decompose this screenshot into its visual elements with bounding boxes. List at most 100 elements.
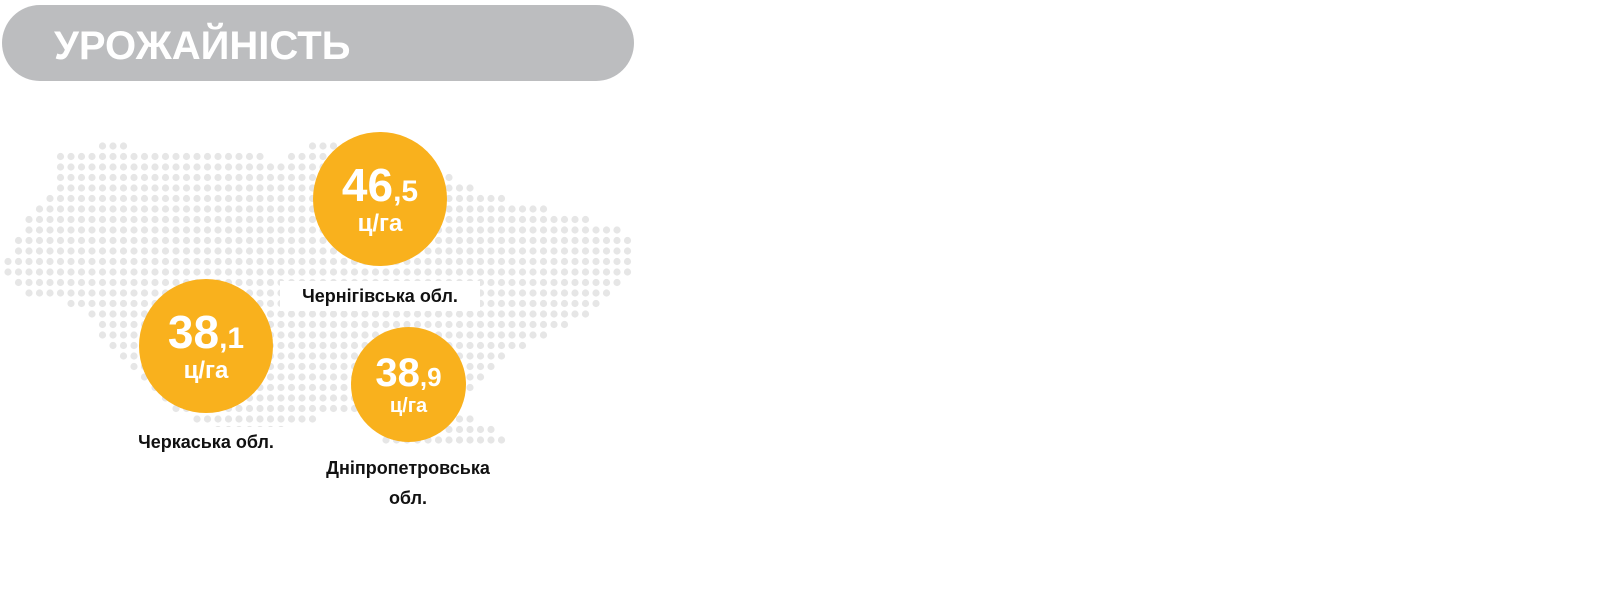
map-dot <box>245 226 254 234</box>
map-dot <box>67 247 75 255</box>
map-dot <box>88 163 96 171</box>
map-dot <box>235 184 243 192</box>
map-dot <box>77 152 86 161</box>
map-dot <box>581 268 590 276</box>
map-dot <box>455 205 464 213</box>
map-dot <box>56 173 65 182</box>
map-dot <box>119 194 128 203</box>
map-dot <box>151 194 159 203</box>
map-dot <box>476 205 485 213</box>
map-dot <box>497 247 506 255</box>
map-dot <box>371 268 380 276</box>
map-dot <box>56 289 65 297</box>
map-dot <box>497 341 506 350</box>
map-dot <box>214 268 222 276</box>
map-dot <box>256 247 264 255</box>
map-dot <box>35 289 44 297</box>
map-dot <box>161 215 170 224</box>
map-dot <box>25 278 33 287</box>
map-dot <box>98 299 107 308</box>
map-dot <box>560 310 569 318</box>
map-dot <box>340 352 348 360</box>
map-dot <box>298 257 306 266</box>
map-dot <box>298 394 306 402</box>
map-dot <box>392 268 401 276</box>
map-dot <box>193 236 201 245</box>
map-dot <box>203 173 212 182</box>
map-dot <box>466 373 474 381</box>
map-dot <box>56 215 65 224</box>
map-dot <box>466 320 474 329</box>
map-dot <box>109 142 117 150</box>
map-dot <box>529 226 537 234</box>
map-dot <box>466 194 474 203</box>
map-dot <box>466 268 474 276</box>
map-dot <box>77 184 86 192</box>
map-dot <box>550 247 558 255</box>
map-dot <box>308 415 317 423</box>
map-dot <box>35 268 44 276</box>
map-dot <box>466 257 474 266</box>
map-dot <box>487 320 495 329</box>
map-dot <box>571 236 579 245</box>
map-dot <box>88 184 96 192</box>
map-dot <box>130 352 138 360</box>
map-dot <box>277 362 285 371</box>
map-dot <box>245 257 254 266</box>
map-dot <box>329 394 338 402</box>
map-dot <box>287 415 296 423</box>
map-dot <box>151 257 159 266</box>
map-dot <box>235 173 243 182</box>
map-dot <box>518 226 527 234</box>
map-dot <box>77 194 86 203</box>
map-dot <box>308 362 317 371</box>
map-dot <box>319 331 327 339</box>
map-dot <box>476 373 485 381</box>
map-dot <box>508 257 516 266</box>
map-dot <box>340 341 348 350</box>
map-dot <box>161 236 170 245</box>
map-dot <box>424 268 432 276</box>
map-dot <box>182 247 191 255</box>
map-dot <box>550 320 558 329</box>
map-dot <box>235 268 243 276</box>
map-dot <box>67 215 75 224</box>
map-dot <box>266 299 275 308</box>
map-dot <box>518 268 527 276</box>
map-dot <box>109 268 117 276</box>
map-dot <box>602 236 611 245</box>
map-dot <box>46 257 54 266</box>
map-dot <box>151 215 159 224</box>
map-dot <box>550 310 558 318</box>
map-dot <box>256 194 264 203</box>
map-dot <box>424 320 432 329</box>
map-dot <box>256 173 264 182</box>
map-dot <box>518 236 527 245</box>
map-dot <box>266 268 275 276</box>
map-dot <box>203 415 212 423</box>
map-dot <box>67 268 75 276</box>
map-dot <box>77 257 86 266</box>
map-dot <box>466 205 474 213</box>
map-dot <box>487 352 495 360</box>
map-dot <box>497 278 506 287</box>
map-dot <box>46 236 54 245</box>
yield-unit: ц/га <box>183 357 229 384</box>
map-dot <box>245 278 254 287</box>
map-dot <box>130 310 138 318</box>
map-dot <box>56 247 65 255</box>
map-dot <box>256 257 264 266</box>
map-dot <box>476 310 485 318</box>
map-dot <box>518 341 527 350</box>
map-dot <box>298 215 306 224</box>
map-dot <box>130 278 138 287</box>
map-dot <box>140 268 149 276</box>
map-dot <box>203 184 212 192</box>
map-dot <box>98 142 107 150</box>
map-dot <box>287 163 296 171</box>
map-dot <box>161 194 170 203</box>
map-dot <box>4 257 12 266</box>
map-dot <box>497 236 506 245</box>
map-dot <box>130 268 138 276</box>
map-dot <box>434 257 443 266</box>
